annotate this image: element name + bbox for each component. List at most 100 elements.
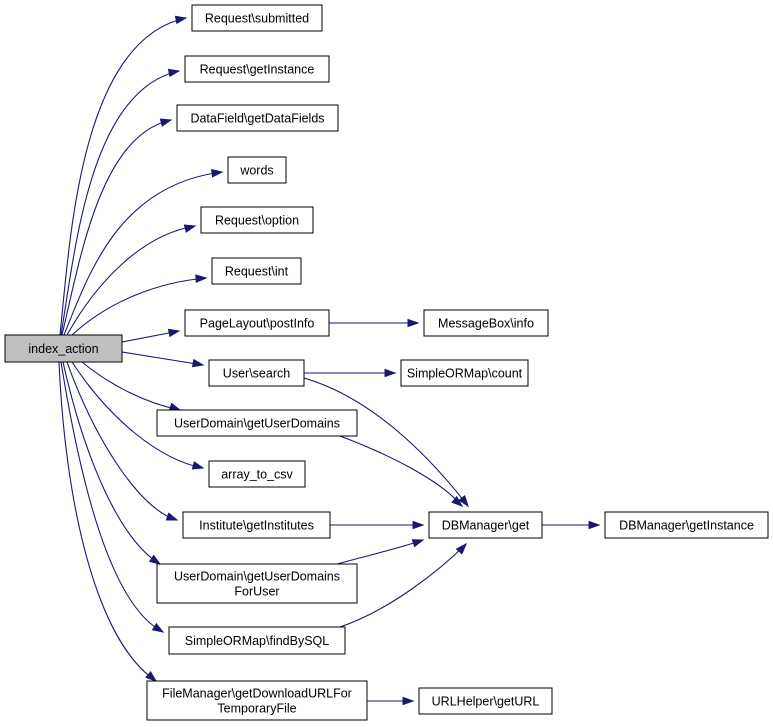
node-label: DBManager\get	[442, 519, 530, 533]
arrowhead-icon	[159, 118, 173, 127]
function-nodes: index_action Request\submittedRequest\get…	[4, 4, 769, 721]
node-label: Request\int	[225, 265, 289, 279]
node-label: words	[239, 164, 273, 178]
node-req-submitted[interactable]: Request\submitted	[191, 4, 323, 32]
edge-institutes-to-dbget	[330, 520, 425, 530]
node-req-option[interactable]: Request\option	[200, 206, 314, 234]
arrowhead-icon	[148, 554, 162, 565]
node-req-int[interactable]: Request\int	[211, 257, 302, 285]
node-dbget[interactable]: DBManager\get	[428, 511, 543, 539]
node-label: URLHelper\getURL	[432, 695, 540, 709]
edge-findbysql-to-dbget	[339, 542, 467, 628]
node-box	[428, 511, 543, 539]
arrowhead-icon	[191, 358, 205, 368]
node-box	[184, 309, 330, 337]
arrowhead-icon	[588, 520, 601, 530]
node-msgbox[interactable]: MessageBox\info	[423, 309, 549, 337]
arrowhead-icon	[167, 328, 181, 338]
node-dbinstance[interactable]: DBManager\getInstance	[604, 511, 769, 539]
node-box	[211, 257, 302, 285]
node-box	[400, 359, 529, 387]
edge-line	[121, 351, 204, 366]
edge-userdomainsforuser-to-dbget	[336, 539, 425, 565]
edge-usersearch-to-dbget	[303, 377, 469, 508]
edge-line	[62, 361, 161, 565]
node-label: SimpleORMap\findBySQL	[185, 634, 330, 648]
edge-line	[339, 543, 467, 628]
node-box	[423, 309, 549, 337]
arrowhead-icon	[411, 539, 425, 548]
edge-index_action-to-words	[63, 169, 224, 336]
edge-index_action-to-req_int	[71, 274, 208, 336]
arrowhead-icon	[407, 318, 420, 328]
arrowhead-icon	[211, 169, 224, 178]
edge-line	[61, 119, 172, 336]
node-label: TemporaryFile	[217, 702, 296, 716]
node-label: UserDomain\getUserDomains	[174, 417, 340, 431]
edge-line	[336, 539, 424, 565]
arrowhead-icon	[384, 368, 397, 378]
arrowhead-icon	[165, 512, 179, 521]
edge-line	[59, 17, 187, 336]
node-box	[146, 680, 368, 721]
node-label: User\search	[223, 367, 290, 381]
edge-line	[60, 361, 164, 633]
edge-index_action-to-filemanager	[58, 361, 158, 682]
node-urlhelper[interactable]: URLHelper\getURL	[418, 687, 553, 715]
edge-line	[81, 361, 181, 411]
edge-index_action-to-findbysql	[60, 361, 165, 633]
edge-index_action-to-userdomains	[81, 361, 182, 411]
node-usersearch[interactable]: User\search	[208, 359, 305, 387]
node-box	[418, 687, 553, 715]
edge-line	[71, 277, 207, 336]
node-words[interactable]: words	[227, 156, 287, 184]
edge-index_action-to-array_csv	[71, 361, 205, 470]
node-label: Request\getInstance	[200, 63, 315, 77]
edge-index_action-to-datafield	[61, 118, 173, 336]
node-index-action[interactable]: index_action	[4, 334, 123, 363]
edge-filemanager-to-urlhelper	[367, 696, 415, 706]
arrowhead-icon	[168, 402, 182, 411]
arrowhead-icon	[412, 520, 425, 530]
node-box	[208, 460, 306, 488]
edge-index_action-to-userdomainsforuser	[62, 361, 162, 565]
arrowhead-icon	[183, 224, 197, 233]
node-box	[156, 409, 358, 437]
edge-postinfo-to-msgbox	[329, 318, 420, 328]
node-label: DBManager\getInstance	[619, 519, 754, 533]
edge-usersearch-to-ormcount	[304, 368, 397, 378]
node-label: UserDomain\getUserDomains	[174, 570, 340, 584]
node-array-csv[interactable]: array_to_csv	[208, 460, 306, 488]
node-box	[156, 563, 358, 604]
node-box	[227, 156, 287, 184]
node-postinfo[interactable]: PageLayout\postInfo	[184, 309, 330, 337]
node-box	[176, 104, 339, 132]
node-label: Request\submitted	[205, 12, 309, 26]
edge-dbget-to-dbinstance	[542, 520, 601, 530]
node-findbysql[interactable]: SimpleORMap\findBySQL	[168, 626, 346, 655]
edge-index_action-to-req_option	[66, 224, 197, 336]
arrowhead-icon	[455, 542, 467, 555]
arrowhead-icon	[191, 461, 205, 470]
node-institutes[interactable]: Institute\getInstitutes	[182, 511, 331, 539]
node-label: DataField\getDataFields	[190, 112, 324, 126]
arrowhead-icon	[402, 696, 415, 706]
edge-line	[71, 361, 204, 469]
call-edges	[58, 15, 601, 706]
edge-index_action-to-institutes	[66, 361, 179, 521]
node-datafield[interactable]: DataField\getDataFields	[176, 104, 339, 132]
node-filemanager[interactable]: FileManager\getDownloadURLForTemporaryFi…	[146, 680, 368, 721]
node-box	[208, 359, 305, 387]
node-label: ForUser	[234, 585, 279, 599]
node-ormcount[interactable]: SimpleORMap\count	[400, 359, 529, 387]
node-box	[184, 55, 330, 83]
node-label: array_to_csv	[221, 468, 293, 482]
arrowhead-icon	[167, 68, 181, 78]
node-label: FileManager\getDownloadURLFor	[162, 687, 352, 701]
edge-userdomains-to-dbget	[339, 435, 464, 507]
node-userdomains[interactable]: UserDomain\getUserDomains	[156, 409, 358, 437]
arrowhead-icon	[145, 670, 158, 682]
node-box	[4, 334, 123, 363]
node-req-getinstance[interactable]: Request\getInstance	[184, 55, 330, 83]
